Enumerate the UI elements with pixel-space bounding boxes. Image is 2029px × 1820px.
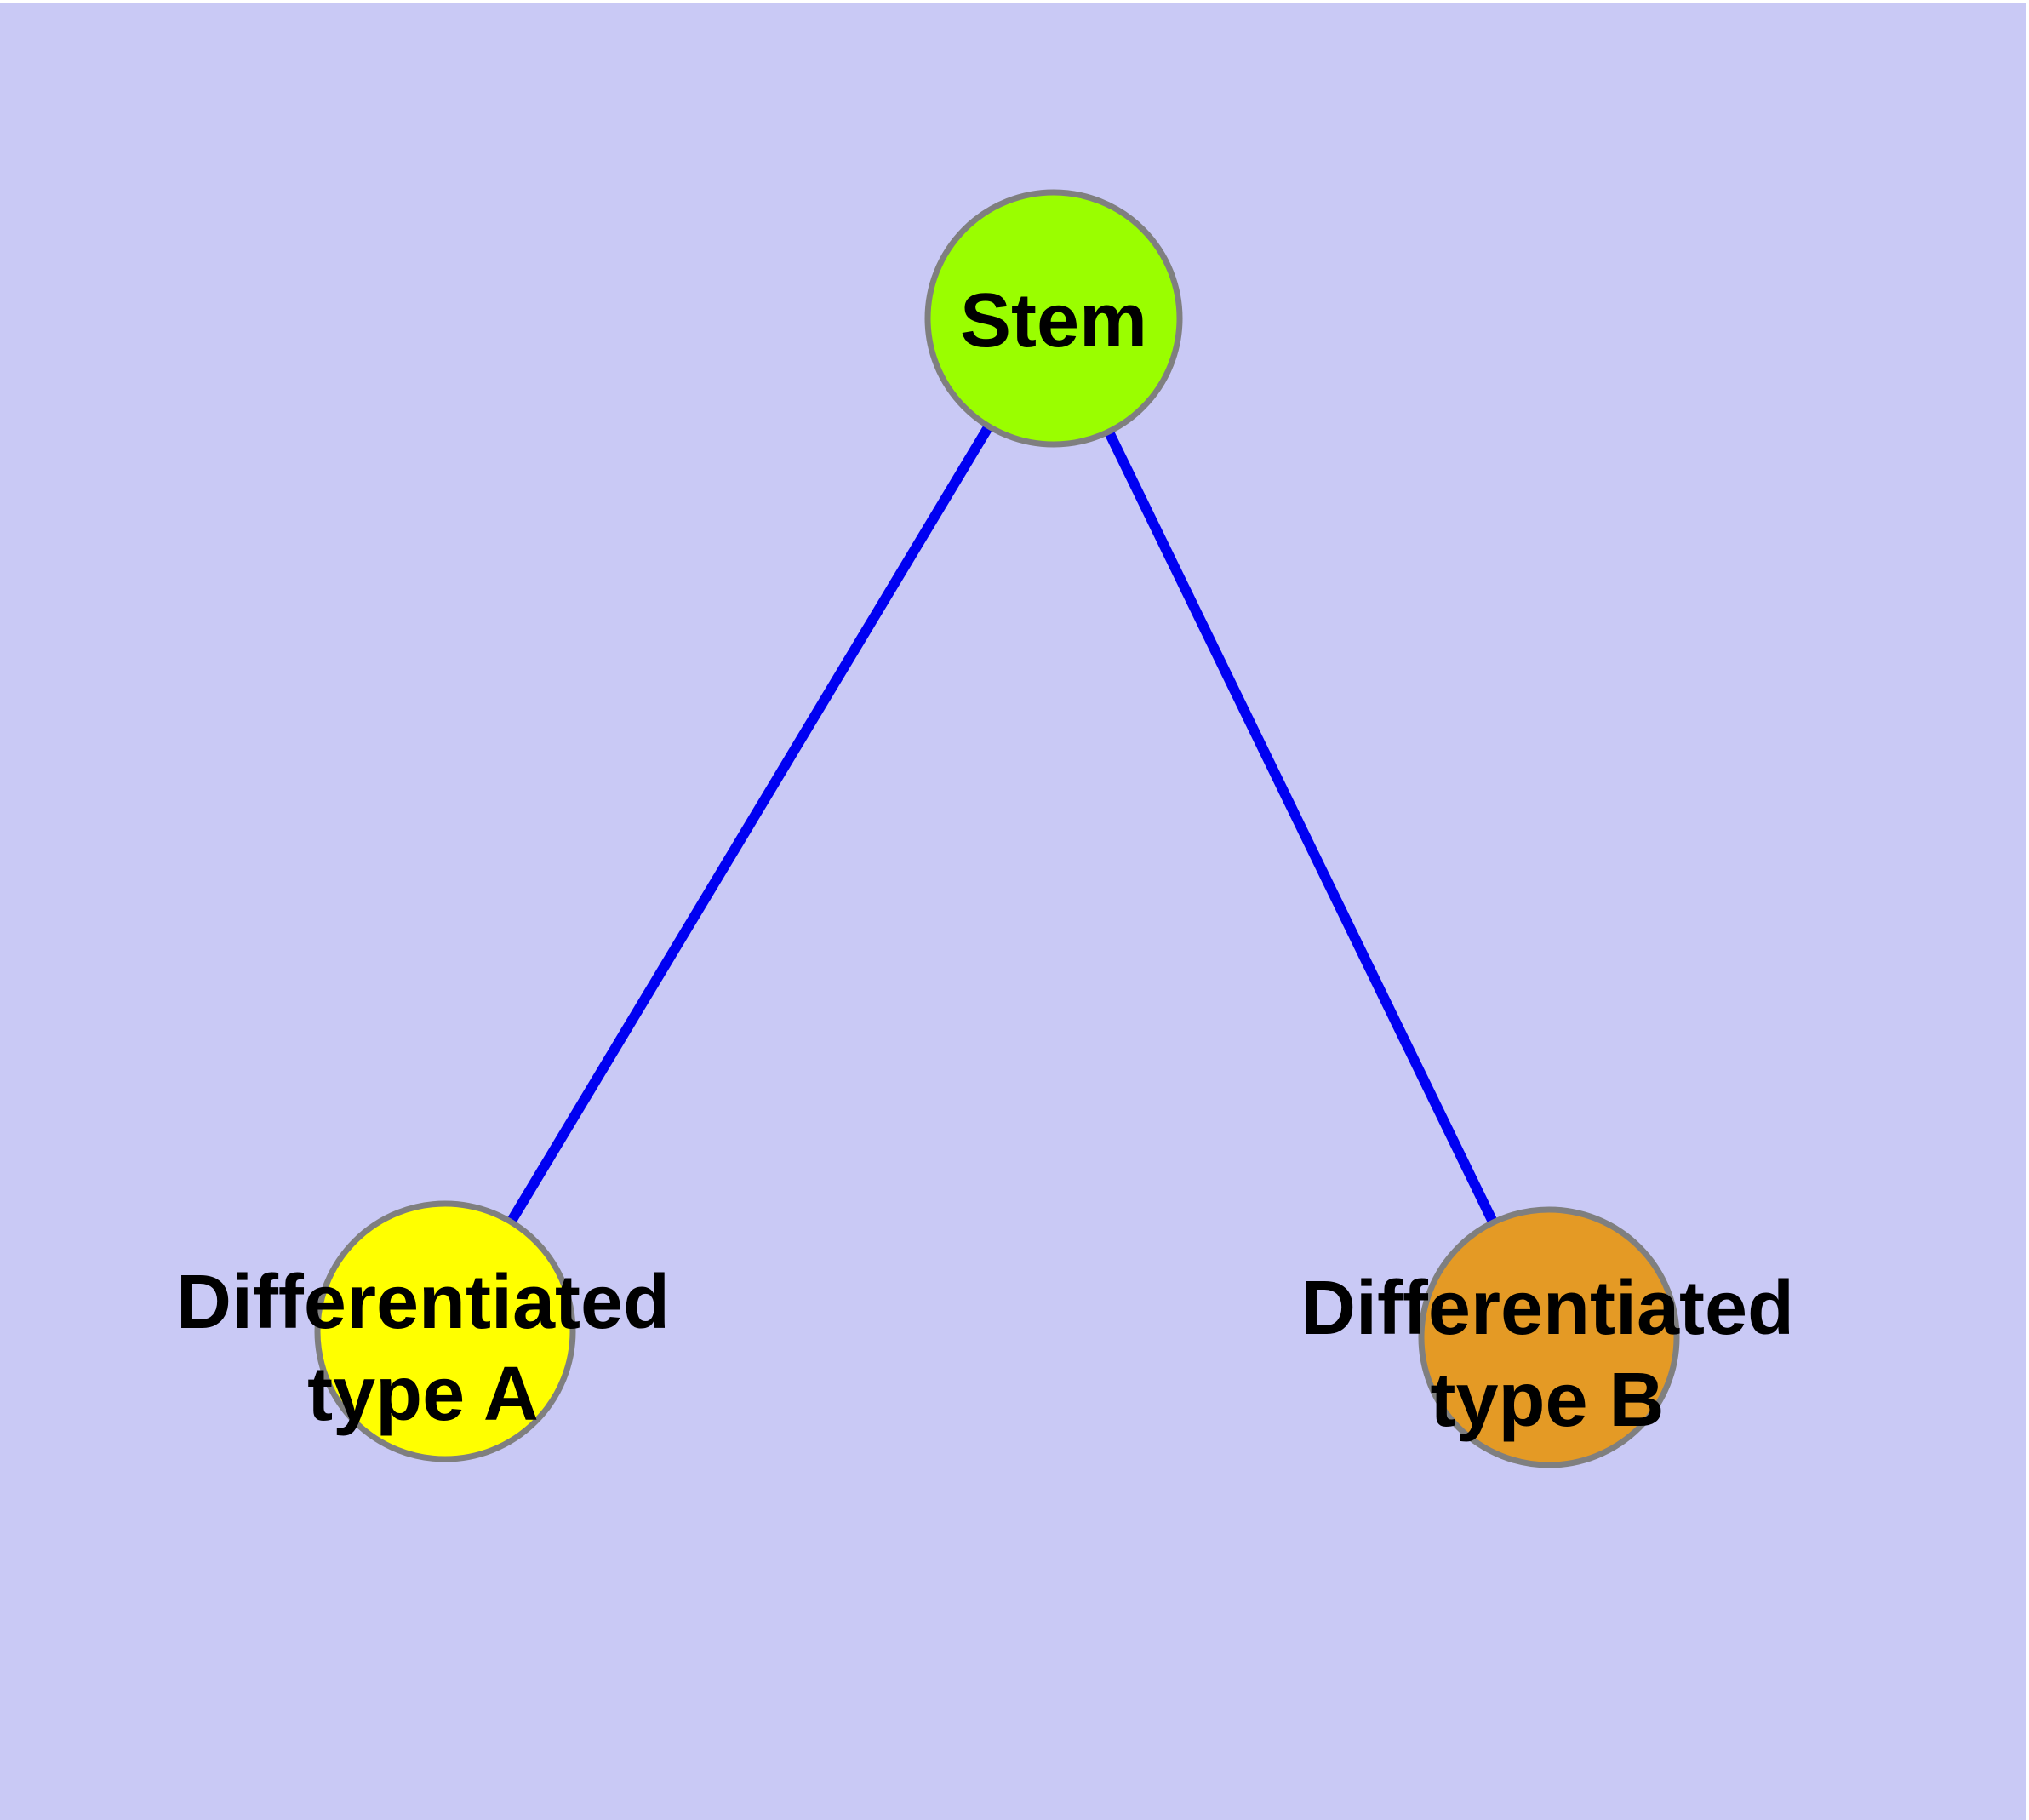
edge-stem-to-differentiated-type-a — [440, 315, 1059, 1335]
label-differentiated-type-b-line2: type B — [1430, 1358, 1664, 1443]
edge-stem-to-differentiated-type-b — [1049, 316, 1554, 1340]
label-stem: Stem — [960, 278, 1147, 363]
label-differentiated-type-a-line2: type A — [307, 1352, 539, 1437]
node-differentiated-type-a — [314, 1200, 576, 1462]
node-differentiated-type-b — [1418, 1206, 1680, 1468]
label-differentiated-type-b-line1: Differentiated — [1300, 1266, 1794, 1351]
label-differentiated-type-a-line1: Differentiated — [176, 1260, 670, 1345]
node-stem — [924, 189, 1183, 448]
